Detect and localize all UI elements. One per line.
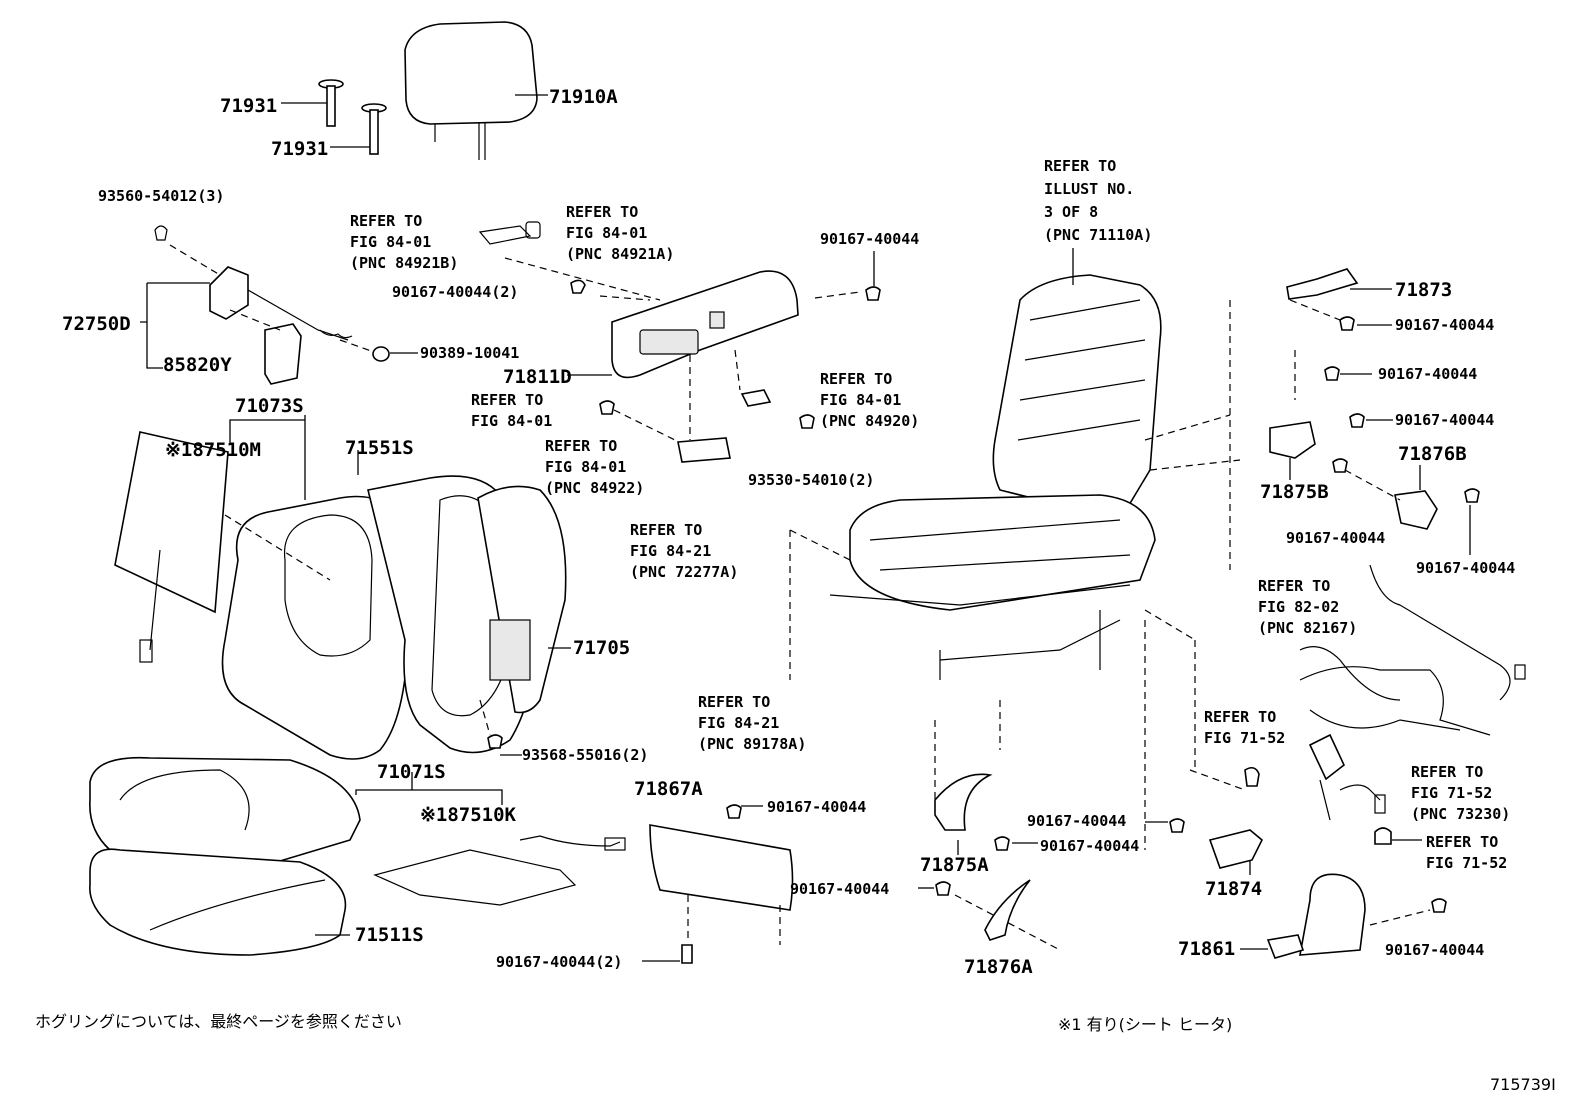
lower-parts (642, 773, 1447, 964)
label-90167-r1: 90167-40044 (1395, 316, 1494, 334)
heater-note: ※1 有り(シート ヒータ) (1058, 1015, 1232, 1034)
ref-84922: REFER TO FIG 84-01 (PNC 84922) (545, 437, 644, 497)
label-71931-b: 71931 (271, 138, 328, 160)
label-93560: 93560-54012(3) (98, 187, 224, 205)
illustration-id: 715739I (1490, 1075, 1556, 1094)
ref-84921a: REFER TO FIG 84-01 (PNC 84921A) (566, 203, 674, 263)
ref-72277a: REFER TO FIG 84-21 (PNC 72277A) (630, 521, 738, 581)
label-71551s: 71551S (345, 437, 414, 459)
label-71861: 71861 (1178, 938, 1235, 960)
label-71705: 71705 (573, 637, 630, 659)
ref-7152a: REFER TO FIG 71-52 (1204, 708, 1285, 747)
label-71874: 71874 (1205, 878, 1262, 900)
headrest-drawing (404, 21, 548, 160)
label-90167-r2: 90167-40044 (1378, 365, 1477, 383)
hogring-note: ホグリングについては、最終ページを参照ください (35, 1012, 402, 1031)
label-71910a: 71910A (549, 86, 618, 108)
headrest-guides (281, 79, 387, 155)
ref-73230: REFER TO FIG 71-52 (PNC 73230) (1411, 763, 1510, 823)
side-shield-drawing (478, 221, 881, 463)
label-90167-top: 90167-40044 (820, 230, 919, 248)
label-93530: 93530-54010(2) (748, 471, 874, 489)
seat-frame (789, 248, 1246, 850)
label-85820y: 85820Y (163, 354, 232, 376)
label-90167-c1: 90167-40044 (1027, 812, 1126, 830)
label-90167-r3: 90167-40044 (1395, 411, 1494, 429)
seat-cushion (89, 756, 626, 956)
label-71931-a: 71931 (220, 95, 277, 117)
label-71875b: 71875B (1260, 481, 1329, 503)
lumbar-mechanism (140, 225, 418, 385)
label-71875a: 71875A (920, 854, 989, 876)
label-71876a: 71876A (964, 956, 1033, 978)
label-71511s: 71511S (355, 924, 424, 946)
ref-7152b: REFER TO FIG 71-52 (1426, 833, 1507, 872)
label-90167-c3: 90167-40044 (790, 880, 889, 898)
label-90167-br: 90167-40044 (1385, 941, 1484, 959)
label-93568: 93568-55016(2) (522, 746, 648, 764)
label-90167-2a: 90167-40044(2) (392, 283, 518, 301)
label-90167-r4: 90167-40044 (1286, 529, 1385, 547)
ref-84920: REFER TO FIG 84-01 (PNC 84920) (820, 370, 919, 430)
label-90167-mid: 90167-40044 (767, 798, 866, 816)
label-71873: 71873 (1395, 279, 1452, 301)
label-90389: 90389-10041 (420, 344, 519, 362)
ref-84921b: REFER TO FIG 84-01 (PNC 84921B) (350, 212, 458, 272)
ref-82167: REFER TO FIG 82-02 (PNC 82167) (1258, 577, 1357, 637)
ref-8401: REFER TO FIG 84-01 (471, 391, 552, 430)
label-90167-2b: 90167-40044(2) (496, 953, 622, 971)
wire-harness (1244, 564, 1526, 845)
label-71867a: 71867A (634, 778, 703, 800)
seatback-cover-pad (114, 415, 571, 760)
label-90167-r5: 90167-40044 (1416, 559, 1515, 577)
label-71876b: 71876B (1398, 443, 1467, 465)
part-labels: 71931 71931 71910A 93560-54012(3) 72750D… (62, 86, 1515, 978)
label-90167-c2: 90167-40044 (1040, 837, 1139, 855)
label-72750d: 72750D (62, 313, 131, 335)
reference-labels: REFER TO FIG 84-01 (PNC 84921B) REFER TO… (350, 157, 1510, 872)
label-71811d: 71811D (503, 366, 572, 388)
label-71073s: 71073S (235, 395, 304, 417)
label-187510m: ※187510M (165, 439, 261, 461)
label-187510k: ※187510K (420, 804, 517, 826)
footer-notes: ホグリングについては、最終ページを参照ください ※1 有り(シート ヒータ) 7… (35, 1012, 1556, 1094)
right-brackets (1269, 268, 1480, 555)
ref-illust-3of8: REFER TO ILLUST NO. 3 OF 8 (PNC 71110A) (1044, 157, 1152, 244)
label-71071s: 71071S (377, 761, 446, 783)
ref-89178a: REFER TO FIG 84-21 (PNC 89178A) (698, 693, 806, 753)
